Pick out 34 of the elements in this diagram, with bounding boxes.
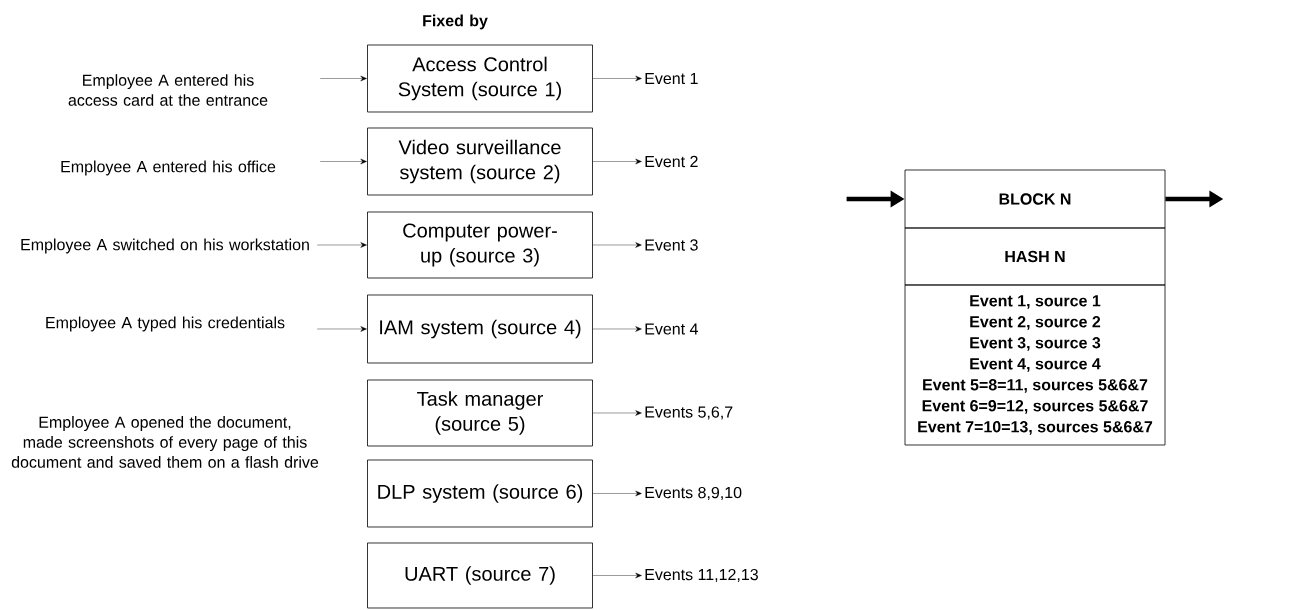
action-text: Employee A entered his access card at the entrance: [68, 74, 268, 106]
source-box: IAM system (source 4): [367, 294, 593, 364]
block-header: BLOCK N: [904, 169, 1166, 229]
arrow: [592, 572, 642, 579]
event-text: Event 3: [645, 239, 698, 251]
event-text: Events 8,9,10: [645, 486, 742, 501]
arrow: [320, 158, 367, 165]
arrow: [592, 410, 642, 416]
block-header: HASH N: [904, 227, 1166, 286]
arrow: [592, 75, 642, 82]
arrow: [320, 75, 367, 82]
arrow: [592, 326, 642, 332]
arrow: [317, 326, 367, 332]
event-text: Event 4: [645, 323, 698, 335]
arrow: [592, 242, 642, 248]
arrow: [592, 490, 642, 497]
source-box: Computer power-up (source 3): [367, 211, 593, 279]
arrow: [592, 158, 642, 165]
action-text: Employee A opened the document, made screenshots of every page of this document and saved them on a flash drive: [11, 416, 319, 468]
action-text: Employee A typed his credentials: [46, 316, 285, 332]
column-heading: Fixed by: [423, 14, 488, 30]
source-box: Task manager (source 5): [367, 379, 593, 447]
source-box: Access Control System (source 1): [367, 44, 593, 113]
arrow: [317, 242, 367, 248]
event-text: Event 2: [645, 155, 698, 168]
event-text: Events 11,12,13: [645, 568, 758, 583]
event-text: Event 1: [645, 72, 698, 85]
event-list-box: Event 1, source 1 Event 2, source 2 Event 3, source 3 Event 4, source 4 Event 5=8=11, sources 5&6&7 Event 6=9=12, sources 5&6&7 Event 7=10=13, sources 5&6&7: [904, 284, 1166, 446]
source-box: DLP system (source 6): [367, 459, 593, 528]
event-text: Events 5,6,7: [645, 406, 733, 420]
action-text: Employee A switched on his workstation: [21, 238, 309, 254]
action-text: Employee A entered his office: [61, 160, 276, 176]
source-box: Video surveillance system (source 2): [367, 127, 593, 196]
source-box: UART (source 7): [367, 542, 593, 609]
